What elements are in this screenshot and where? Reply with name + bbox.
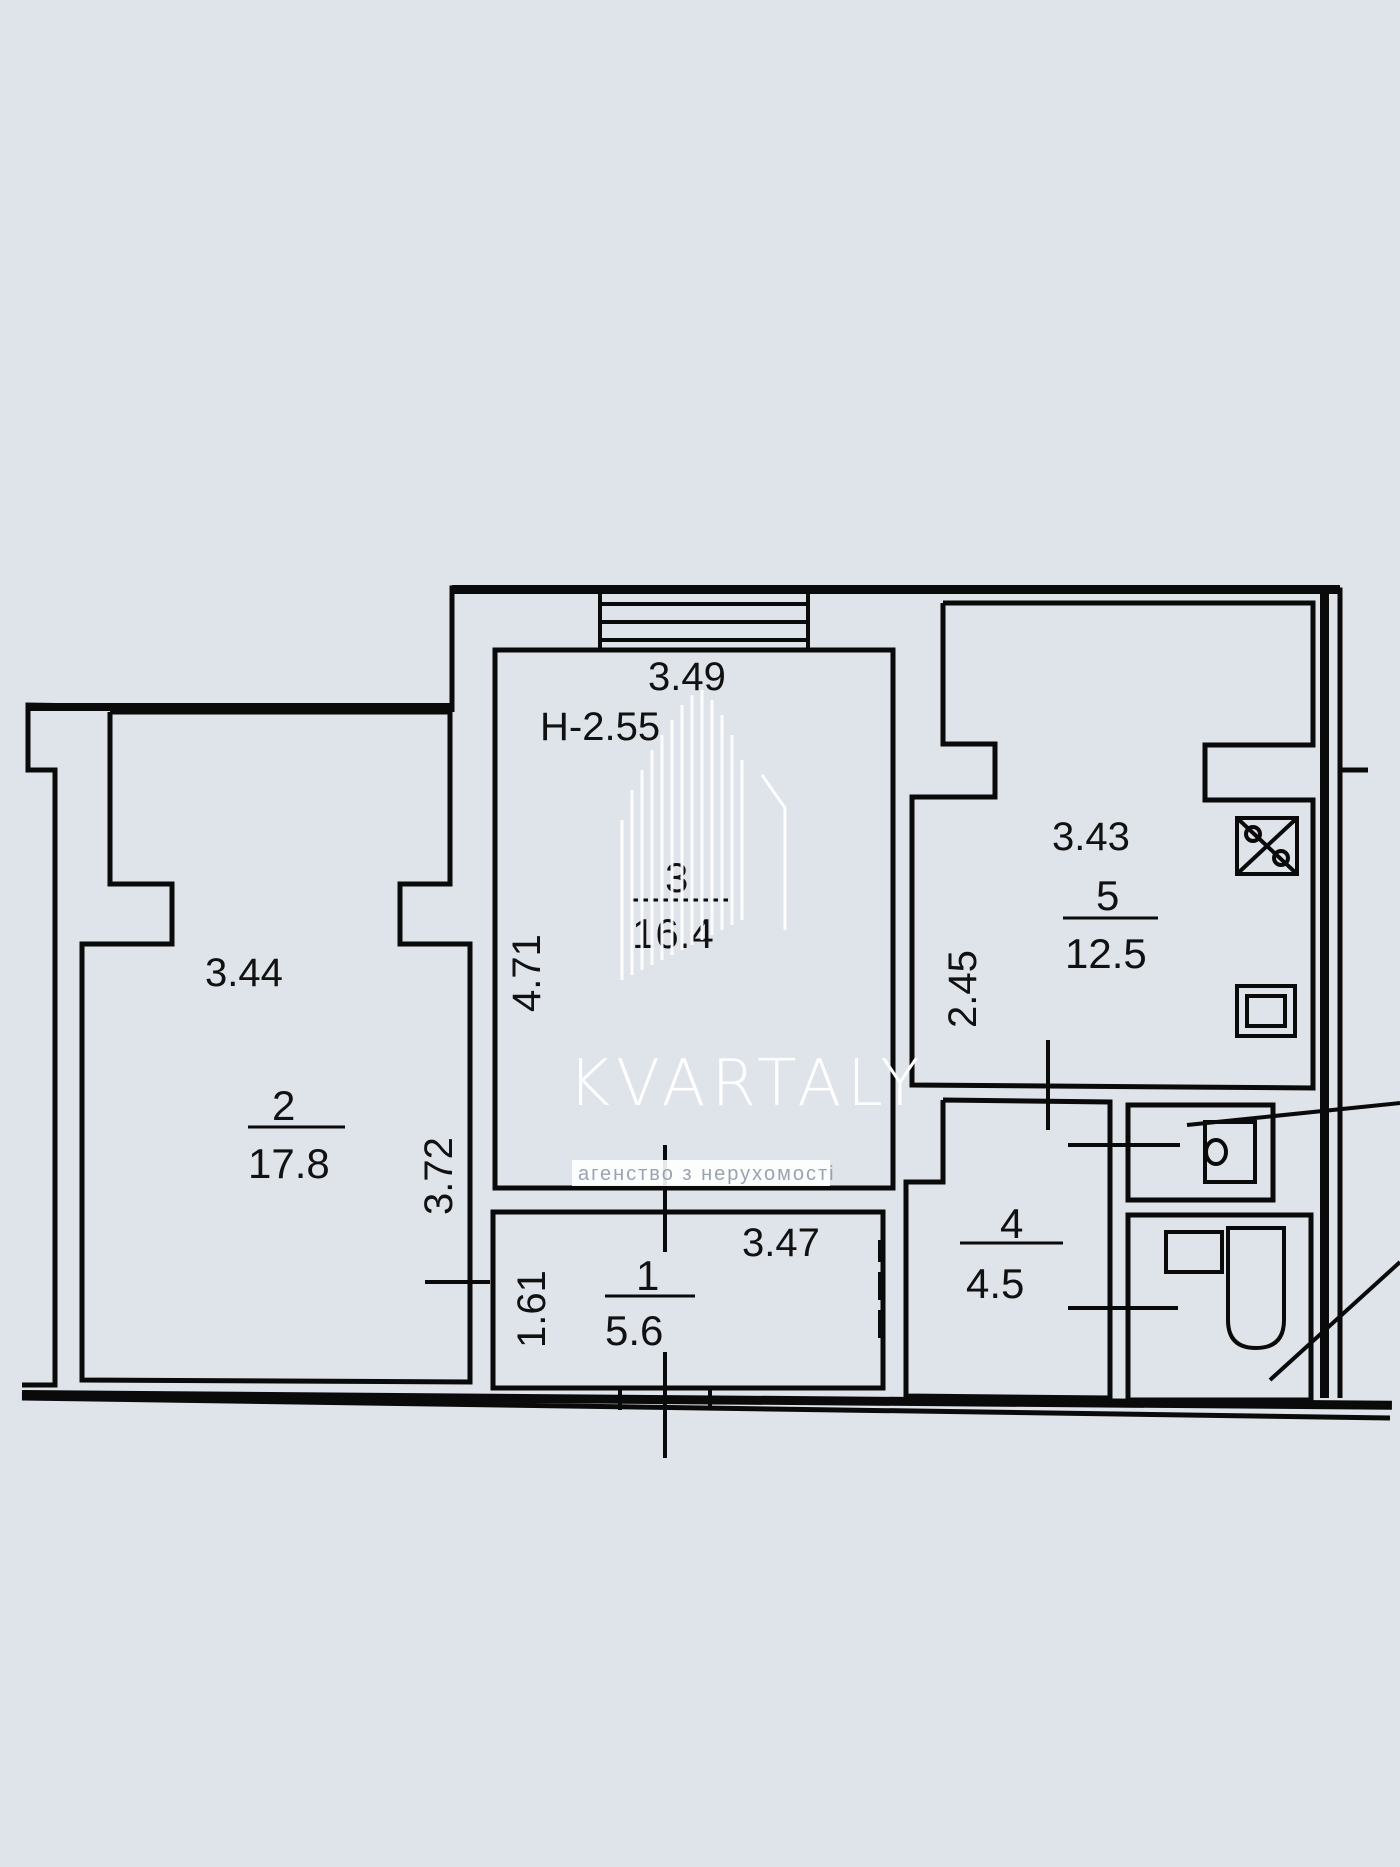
room-3-depth: 4.71: [505, 934, 549, 1012]
sink-icon: [1235, 984, 1297, 1038]
room-5-width: 3.43: [1052, 815, 1130, 859]
room-2-number: 2: [272, 1082, 295, 1129]
room-4-area: 4.5: [966, 1260, 1024, 1307]
window-bottom: [618, 1390, 712, 1410]
window-top: [598, 590, 810, 648]
top-wall-fill: [452, 585, 1340, 594]
dimension-labels: 3.44 3.72 3.49 4.71 3.43 2.45 3.47 1.61 …: [205, 655, 1130, 1348]
room-1-number: 1: [636, 1252, 659, 1299]
room-4-outline: [903, 1097, 1113, 1401]
stove-icon: [1235, 816, 1299, 876]
wc-outline: [1125, 1102, 1276, 1203]
room-2-width: 3.44: [205, 951, 283, 995]
room-5-number: 5: [1096, 872, 1119, 919]
room-3-outline: [492, 647, 896, 1191]
room-4-number: 4: [1000, 1200, 1023, 1247]
bottom-wall-fill: [21, 1390, 1392, 1410]
door-marks: [425, 1040, 1400, 1458]
left-top-wall-fill: [28, 703, 452, 711]
room-5-depth: 2.45: [941, 950, 985, 1028]
room-2-area: 17.8: [248, 1140, 330, 1187]
watermark-tagline: агенство з нерухомості: [578, 1163, 836, 1185]
room-2-inner: [79, 712, 473, 1385]
room-5-outline: [909, 600, 1316, 1091]
room-2-depth: 3.72: [417, 1137, 461, 1215]
ceiling-height: H-2.55: [540, 705, 660, 749]
watermark: KVARTALY агенство з нерухомості: [568, 690, 925, 1186]
watermark-logo-icon: [620, 690, 787, 980]
room-5-area: 12.5: [1065, 930, 1147, 977]
watermark-brand: KVARTALY: [568, 1047, 925, 1121]
room-1-width: 3.47: [742, 1221, 820, 1265]
watermark-tagline-box: [572, 1160, 830, 1186]
wall-fills: [21, 585, 1392, 1410]
room-1-area: 5.6: [605, 1307, 663, 1354]
room-1-depth: 1.61: [510, 1270, 554, 1348]
room-1-outline: [490, 1209, 886, 1391]
toilet-icon: [1203, 1120, 1257, 1184]
room-3-number: 3: [665, 854, 688, 901]
label-dividers: [248, 898, 1158, 1298]
right-wall-fill: [1320, 590, 1329, 1398]
outer-wall-bottom: [21, 1395, 1391, 1421]
bathtub-icon: [1164, 1226, 1286, 1351]
room-3-width: 3.49: [648, 655, 726, 699]
